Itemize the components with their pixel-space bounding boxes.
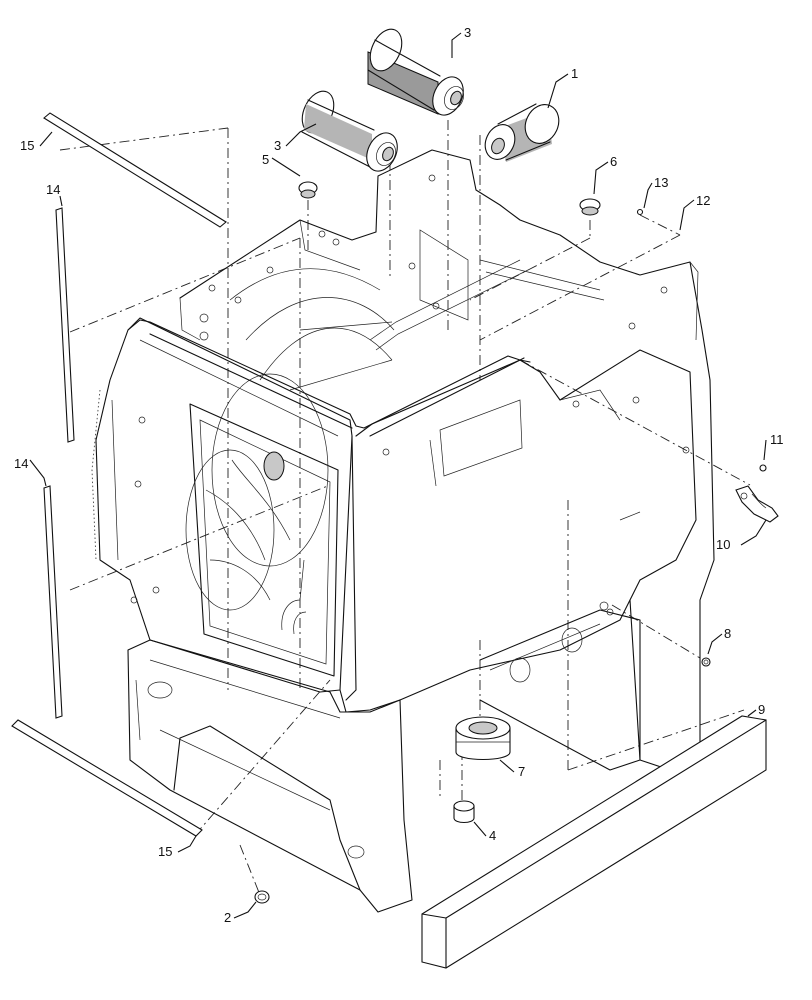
callout-2: 2 bbox=[224, 910, 231, 925]
frame-front-shell bbox=[339, 349, 697, 713]
callout-labels: 1 2 3 3 4 5 6 7 8 9 10 11 12 13 14 14 15… bbox=[14, 25, 784, 925]
filter-element-3-second bbox=[301, 90, 398, 172]
callout-5: 5 bbox=[262, 152, 269, 167]
callout-6: 6 bbox=[610, 154, 617, 169]
screw-11 bbox=[759, 464, 767, 472]
frame-lower-base bbox=[127, 639, 413, 913]
callout-13: 13 bbox=[654, 175, 668, 190]
callout-7: 7 bbox=[518, 764, 525, 779]
latch-10 bbox=[735, 485, 779, 523]
nut-8 bbox=[701, 657, 711, 667]
callout-8: 8 bbox=[724, 626, 731, 641]
seal-strip-15-top bbox=[43, 112, 227, 228]
foam-block-9 bbox=[421, 715, 767, 969]
callout-15-top: 15 bbox=[20, 138, 34, 153]
radiator-opening bbox=[189, 403, 339, 677]
assembly-centerlines bbox=[59, 120, 751, 901]
seal-strip-15-bottom bbox=[11, 719, 203, 837]
cooling-fan bbox=[185, 373, 329, 611]
callout-11: 11 bbox=[770, 432, 784, 447]
frame-left-panel bbox=[91, 317, 353, 693]
callout-9: 9 bbox=[758, 702, 765, 717]
ring-2 bbox=[254, 890, 270, 904]
callout-14-lower: 14 bbox=[14, 456, 28, 471]
screw-13 bbox=[636, 208, 644, 216]
fan-shroud bbox=[229, 268, 395, 391]
callout-3-second: 3 bbox=[274, 138, 281, 153]
callout-4: 4 bbox=[489, 828, 496, 843]
callout-1: 1 bbox=[571, 66, 578, 81]
cap-4 bbox=[453, 800, 475, 824]
frame-right-lower-box bbox=[479, 601, 641, 771]
frame-internal-hoses bbox=[281, 259, 605, 635]
seal-strip-14-upper bbox=[55, 207, 75, 443]
filter-element-3-top bbox=[367, 28, 464, 116]
seal-strip-14-lower bbox=[43, 485, 63, 719]
filter-element-1 bbox=[484, 103, 560, 162]
mounting-holes bbox=[130, 174, 690, 604]
plug-5 bbox=[298, 181, 318, 199]
frame-rear-panel bbox=[179, 149, 715, 781]
callout-14-upper: 14 bbox=[46, 182, 60, 197]
plug-6 bbox=[579, 198, 601, 216]
callout-leaders bbox=[29, 32, 767, 919]
callout-12: 12 bbox=[696, 193, 710, 208]
coupler-7 bbox=[455, 716, 511, 760]
callout-10: 10 bbox=[716, 537, 730, 552]
callout-15-bottom: 15 bbox=[158, 844, 172, 859]
callout-3-top: 3 bbox=[464, 25, 471, 40]
frame-top-crossmember bbox=[127, 319, 531, 701]
